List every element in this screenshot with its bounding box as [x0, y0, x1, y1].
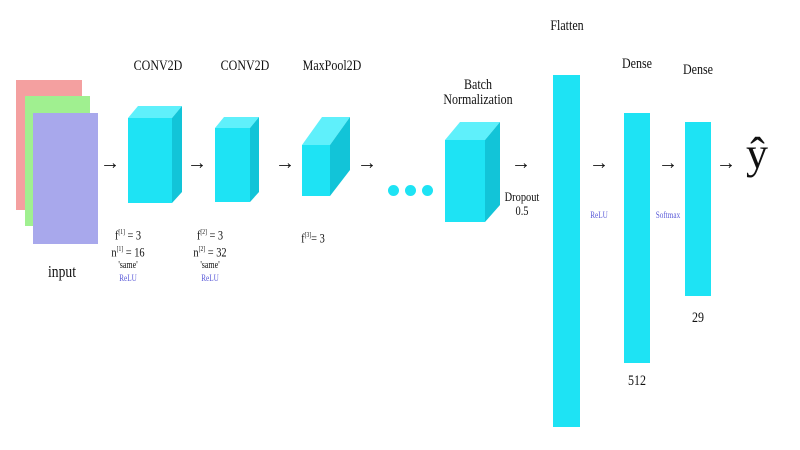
conv2d-1-params: f[1] = 3 n[1] = 16 'same' ReLU — [111, 225, 144, 285]
channel-count: = 32 — [207, 244, 227, 260]
channels-symbol: n — [193, 244, 199, 260]
conv2d-1-title: CONV2D — [133, 58, 183, 74]
padding: 'same' — [118, 259, 138, 271]
flatten-title: Flatten — [550, 18, 584, 34]
output-y-hat: ŷ — [746, 129, 768, 178]
softmax-activation-label: Softmax — [655, 210, 681, 220]
dropout-rate: 0.5 — [515, 203, 529, 218]
layer-index: [2] — [198, 245, 206, 254]
arrow-4: → — [357, 152, 377, 174]
channel-count: = 16 — [125, 244, 145, 260]
batchnorm-title-line2: Normalization — [443, 92, 513, 108]
arrow-3: → — [275, 152, 295, 174]
conv2d-2-params: f[2] = 3 n[2] = 32 'same' ReLU — [193, 225, 226, 285]
layer-index: [2] — [200, 228, 207, 236]
flatten-bar — [553, 75, 580, 427]
batchnorm-cube — [445, 122, 500, 222]
conv2d-2-title: CONV2D — [220, 58, 270, 74]
arrow-8: → — [716, 152, 736, 174]
dense-2-title: Dense — [683, 62, 713, 78]
maxpool-title: MaxPool2D — [302, 58, 362, 74]
dense-1-units: 512 — [628, 373, 646, 389]
input-label: input — [48, 262, 76, 281]
layer-index: [1] — [116, 245, 124, 254]
dropout-label: Dropout 0.5 — [505, 190, 540, 218]
layer-index: [1] — [118, 228, 125, 236]
conv2d-2-cube — [215, 117, 259, 202]
filter-size: = 3 — [127, 227, 142, 243]
filter-symbol: f — [301, 230, 305, 246]
channels-symbol: n — [111, 244, 117, 260]
filter-size: = 3 — [311, 230, 325, 246]
maxpool-params: f[3]= 3 — [301, 228, 325, 245]
batchnorm-title: Batch Normalization — [443, 78, 512, 108]
filter-symbol: f — [114, 227, 119, 243]
padding: 'same' — [200, 259, 220, 271]
activation: ReLU — [201, 272, 219, 283]
dense-2-bar — [685, 122, 711, 296]
arrow-2: → — [187, 152, 207, 174]
arrow-5: → — [511, 152, 531, 174]
conv2d-1-cube — [128, 106, 182, 203]
arrow-1: → — [100, 152, 120, 174]
filter-size: = 3 — [209, 227, 224, 243]
batchnorm-title-line1: Batch — [463, 77, 492, 93]
ellipsis-dot — [422, 185, 433, 196]
dense-2-units: 29 — [692, 310, 704, 326]
arrow-6: → — [589, 152, 609, 174]
filter-symbol: f — [196, 227, 201, 243]
input-channel-blue — [33, 113, 98, 244]
arrow-7: → — [658, 152, 678, 174]
dropout-text: Dropout — [504, 189, 540, 204]
ellipsis-dot — [388, 185, 399, 196]
dense-1-title: Dense — [622, 56, 652, 72]
maxpool-cube — [302, 117, 350, 196]
layer-index: [3] — [304, 231, 312, 239]
ellipsis-dot — [405, 185, 416, 196]
relu-activation-label: ReLU — [590, 210, 608, 220]
activation: ReLU — [119, 272, 137, 283]
dense-1-bar — [624, 113, 650, 363]
